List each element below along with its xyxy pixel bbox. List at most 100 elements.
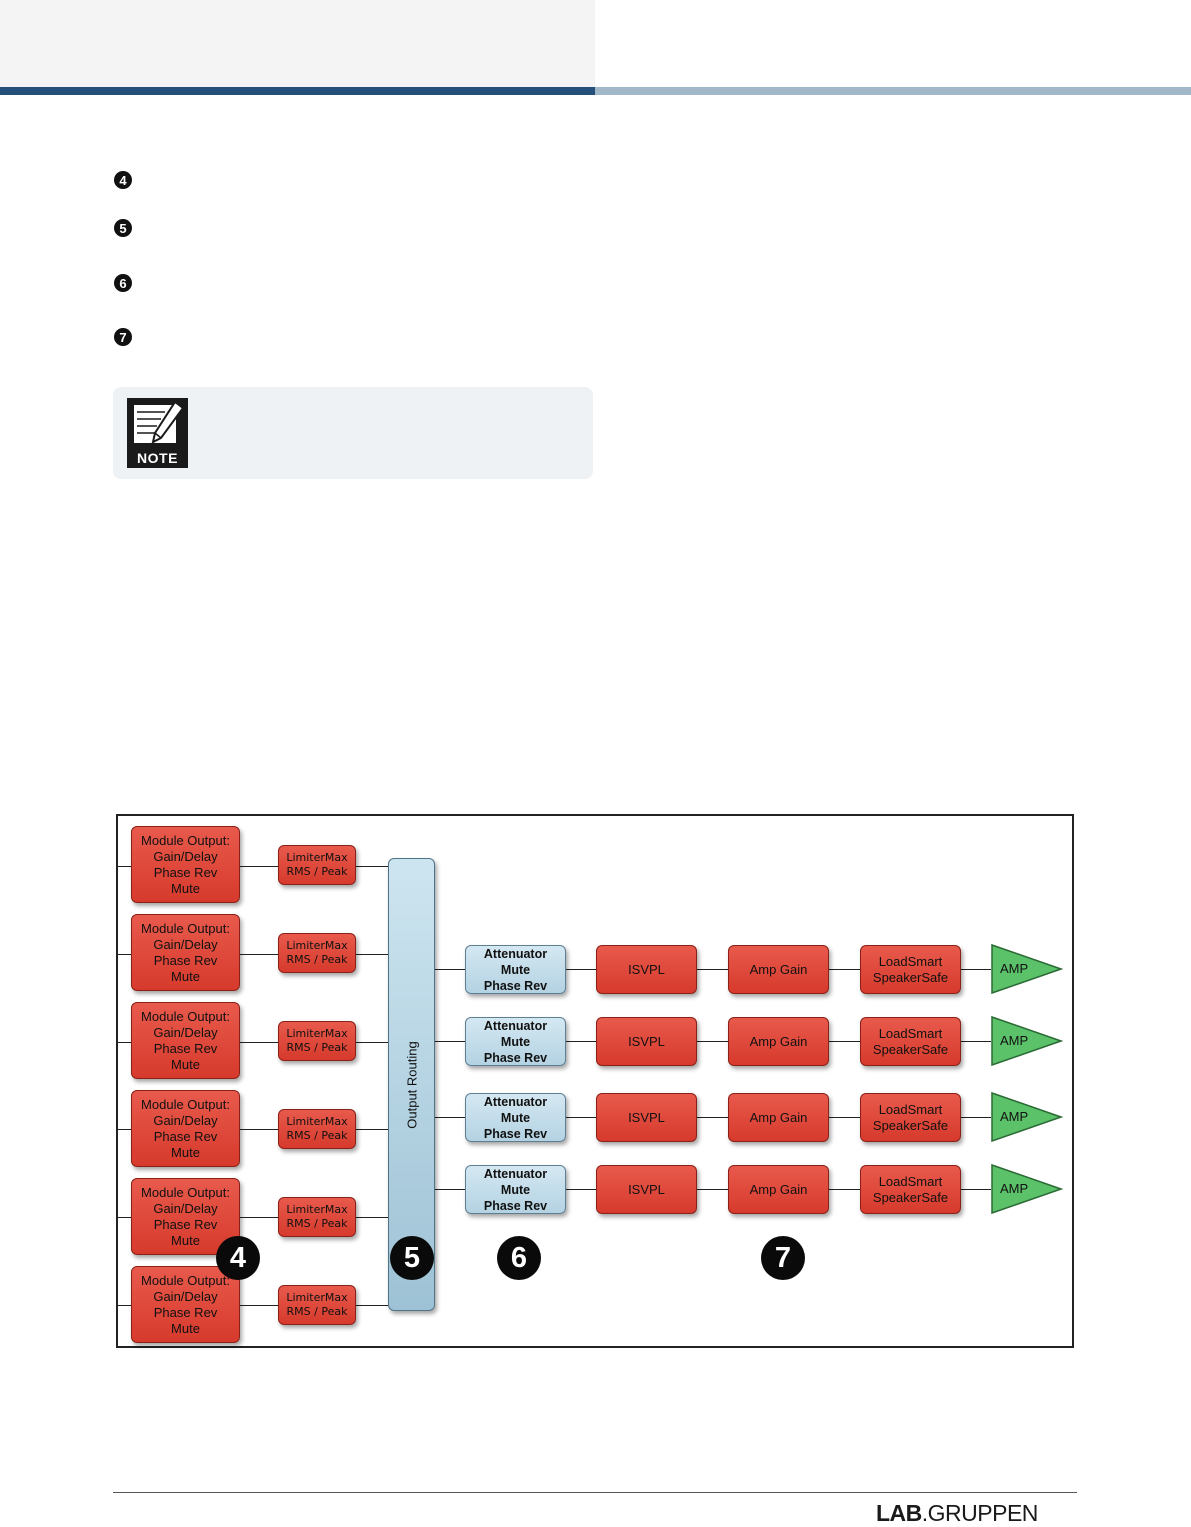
amp-gain-block: Amp Gain <box>728 1017 829 1066</box>
connector-line <box>240 1042 278 1043</box>
connector-line <box>435 1189 465 1190</box>
module-line: Mute <box>171 1144 200 1160</box>
loadsmart-block: LoadSmart SpeakerSafe <box>860 1093 961 1142</box>
connector-line <box>240 1129 278 1130</box>
connector-line <box>356 1305 388 1306</box>
loadsmart-line: LoadSmart <box>878 1173 943 1189</box>
bullet-5: 5 <box>114 219 132 237</box>
amp-gain-block: Amp Gain <box>728 1093 829 1142</box>
connector-line <box>435 1117 465 1118</box>
module-line: Mute <box>171 1056 200 1072</box>
isvpl-block: ISVPL <box>596 1093 697 1142</box>
logo-dot: . <box>921 1500 928 1526</box>
connector-line <box>829 1041 860 1042</box>
attenuator-block: Attenuator Mute Phase Rev <box>465 1165 566 1214</box>
limitermax-block: LimiterMax RMS / Peak <box>278 1285 356 1325</box>
module-line: Mute <box>171 880 200 896</box>
attenuator-line: Attenuator <box>483 1094 548 1109</box>
logo-gruppen: GRUPPEN <box>927 1500 1039 1526</box>
attenuator-block: Attenuator Mute Phase Rev <box>465 945 566 994</box>
loadsmart-block: LoadSmart SpeakerSafe <box>860 1165 961 1214</box>
amp-gain-label: Amp Gain <box>749 1033 808 1049</box>
limiter-line: LimiterMax <box>286 851 348 864</box>
connector-line <box>118 866 132 867</box>
limitermax-block: LimiterMax RMS / Peak <box>278 1021 356 1061</box>
connector-line <box>435 1041 465 1042</box>
isvpl-block: ISVPL <box>596 1017 697 1066</box>
attenuator-line: Mute <box>500 962 531 977</box>
output-routing-block: Output Routing <box>388 858 435 1311</box>
module-output-block: Module Output: Gain/Delay Phase Rev Mute <box>131 1090 240 1167</box>
output-routing-label: Output Routing <box>404 1040 419 1129</box>
connector-line <box>118 1305 132 1306</box>
connector-line <box>697 1041 729 1042</box>
connector-line <box>356 1217 388 1218</box>
limiter-line: RMS / Peak <box>286 1217 348 1230</box>
marker-4: 4 <box>216 1236 260 1280</box>
connector-line <box>356 1042 388 1043</box>
amp-gain-label: Amp Gain <box>749 961 808 977</box>
attenuator-line: Attenuator <box>483 1018 548 1033</box>
module-line: Module Output: <box>141 832 230 848</box>
bullet-6: 6 <box>114 274 132 292</box>
signal-flow-diagram <box>116 814 1074 1348</box>
limitermax-block: LimiterMax RMS / Peak <box>278 933 356 973</box>
connector-line <box>961 1117 991 1118</box>
connector-line <box>118 1129 132 1130</box>
module-output-block: Module Output: Gain/Delay Phase Rev Mute <box>131 1002 240 1079</box>
amp-label: AMP <box>1000 1109 1029 1124</box>
connector-line <box>240 954 278 955</box>
limiter-line: RMS / Peak <box>286 1041 348 1054</box>
amp-triangle: AMP <box>991 1092 1063 1142</box>
limiter-line: RMS / Peak <box>286 1129 348 1142</box>
logo-lab: LAB <box>876 1500 922 1526</box>
limiter-line: LimiterMax <box>286 1027 348 1040</box>
module-line: Module Output: <box>141 1272 230 1288</box>
connector-line <box>356 866 388 867</box>
limitermax-block: LimiterMax RMS / Peak <box>278 1109 356 1149</box>
note-pencil-icon: NOTE <box>127 398 188 468</box>
amp-label: AMP <box>1000 961 1029 976</box>
loadsmart-line: SpeakerSafe <box>872 969 949 985</box>
amp-label: AMP <box>1000 1033 1029 1048</box>
lab-gruppen-logo: LAB.GRUPPEN <box>876 1500 1038 1527</box>
isvpl-block: ISVPL <box>596 1165 697 1214</box>
connector-line <box>697 969 729 970</box>
module-line: Mute <box>171 968 200 984</box>
attenuator-block: Attenuator Mute Phase Rev <box>465 1017 566 1066</box>
attenuator-line: Mute <box>500 1182 531 1197</box>
loadsmart-line: LoadSmart <box>878 953 943 969</box>
connector-line <box>240 1217 278 1218</box>
marker-5: 5 <box>390 1236 434 1280</box>
loadsmart-line: SpeakerSafe <box>872 1041 949 1057</box>
connector-line <box>566 1041 597 1042</box>
connector-line <box>566 969 597 970</box>
connector-line <box>118 1042 132 1043</box>
amp-gain-label: Amp Gain <box>749 1181 808 1197</box>
header-band <box>0 0 595 87</box>
module-line: Phase Rev <box>153 1216 218 1232</box>
amp-label: AMP <box>1000 1181 1029 1196</box>
module-line: Mute <box>171 1320 200 1336</box>
amp-gain-label: Amp Gain <box>749 1109 808 1125</box>
attenuator-line: Phase Rev <box>483 978 548 993</box>
connector-line <box>435 969 465 970</box>
connector-line <box>961 1041 991 1042</box>
module-line: Gain/Delay <box>153 848 218 864</box>
module-line: Gain/Delay <box>153 1024 218 1040</box>
attenuator-line: Attenuator <box>483 1166 548 1181</box>
connector-line <box>240 1305 278 1306</box>
marker-6: 6 <box>497 1236 541 1280</box>
connector-line <box>961 1189 991 1190</box>
module-line: Module Output: <box>141 1096 230 1112</box>
limiter-line: LimiterMax <box>286 1203 348 1216</box>
bullet-7: 7 <box>114 328 132 346</box>
loadsmart-line: SpeakerSafe <box>872 1117 949 1133</box>
attenuator-line: Phase Rev <box>483 1198 548 1213</box>
attenuator-block: Attenuator Mute Phase Rev <box>465 1093 566 1142</box>
isvpl-label: ISVPL <box>628 1181 665 1197</box>
module-line: Gain/Delay <box>153 1112 218 1128</box>
module-line: Module Output: <box>141 1184 230 1200</box>
module-output-block: Module Output: Gain/Delay Phase Rev Mute <box>131 914 240 991</box>
attenuator-line: Mute <box>500 1034 531 1049</box>
